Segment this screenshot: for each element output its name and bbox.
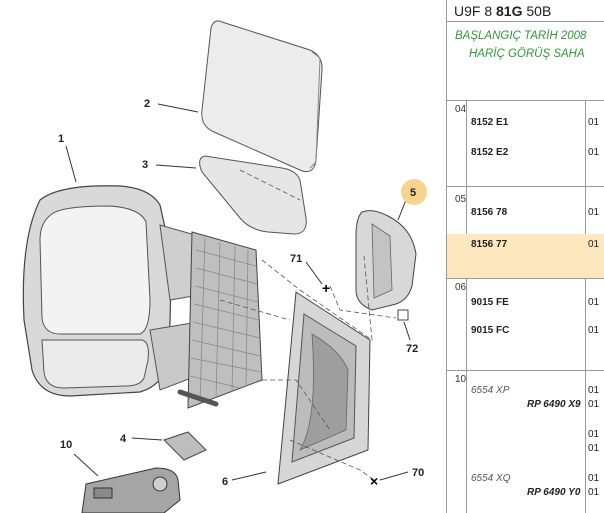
condition-line-2: HARİÇ GÖRÜŞ SAHA	[469, 48, 585, 60]
callout-label-4[interactable]: 4	[120, 433, 127, 445]
grid-backing-plate	[177, 231, 263, 409]
callout-label-71[interactable]: 71	[290, 253, 302, 265]
group-06: 06 9015 FE 01 9015 FC 01	[447, 278, 604, 371]
group-number: 06	[455, 282, 467, 293]
list-item[interactable]: 8156 78 01	[447, 204, 604, 224]
list-item[interactable]: 9015 FC 01	[447, 322, 604, 342]
quantity: 01	[588, 385, 600, 396]
condition-info: BAŞLANGIÇ TARİH 2008 HARİÇ GÖRÜŞ SAHA	[447, 22, 604, 101]
quantity: 01	[588, 239, 600, 250]
part-reference: 8156 77	[471, 239, 508, 250]
group-number: 04	[455, 104, 467, 115]
list-item[interactable]: 01	[447, 426, 604, 446]
list-item[interactable]: RP 6490 X9 01	[447, 396, 604, 416]
parts-list-panel: U9F 8 81G 50B BAŞLANGIÇ TARİH 2008 HARİÇ…	[446, 0, 604, 513]
quantity: 01	[588, 429, 600, 440]
callout-label-5[interactable]: 5	[410, 187, 416, 199]
part-reference: 9015 FC	[471, 325, 510, 336]
part-reference: 8152 E1	[471, 117, 509, 128]
callout-label-72[interactable]: 72	[406, 343, 418, 355]
part-4-clip[interactable]	[163, 431, 207, 461]
callout-label-2[interactable]: 2	[144, 98, 150, 110]
part-reference: 8156 78	[471, 207, 508, 218]
group-04: 04 8152 E1 01 8152 E2 01	[447, 100, 604, 187]
quantity: 01	[588, 297, 600, 308]
part-reference: 6554 XQ	[471, 473, 511, 484]
group-05: 05 8156 78 01 8156 77 01	[447, 186, 604, 279]
replacement-reference: RP 6490 Y0	[527, 487, 581, 498]
quantity: 01	[588, 473, 600, 484]
leader-lines	[65, 103, 411, 481]
part-10-switch[interactable]	[81, 467, 181, 513]
code-suffix: 50B	[526, 3, 552, 19]
condition-line-1: BAŞLANGIÇ TARİH 2008	[455, 30, 587, 42]
code-bold: 81G	[496, 3, 523, 19]
column-divider	[585, 100, 586, 513]
quantity: 01	[588, 117, 600, 128]
callout-highlight-5	[401, 179, 427, 205]
callout-label-1[interactable]: 1	[58, 133, 64, 145]
assembly-lines	[219, 169, 397, 481]
part-2-upper-glass[interactable]	[201, 20, 323, 173]
group-number: 05	[455, 194, 467, 205]
quantity: 01	[588, 325, 600, 336]
callout-label-3[interactable]: 3	[142, 159, 148, 171]
list-item[interactable]: 8152 E1 01	[447, 114, 604, 134]
code-prefix: U9F 8	[454, 3, 493, 19]
quantity: 01	[588, 399, 600, 410]
list-item-selected[interactable]: 8156 77 01	[447, 234, 604, 278]
screw-marker-70: ×	[370, 473, 378, 489]
part-reference: 8152 E2	[471, 147, 509, 158]
part-72-small-part[interactable]	[397, 309, 409, 321]
quantity: 01	[588, 443, 600, 454]
part-reference: 9015 FE	[471, 297, 509, 308]
part-5-cover[interactable]	[355, 210, 417, 311]
part-6-frame[interactable]	[277, 291, 371, 485]
group-10: 10 6554 XP 01 RP 6490 X9 01 01 01 6554 X…	[447, 370, 604, 513]
list-item[interactable]: 9015 FE 01	[447, 294, 604, 314]
replacement-reference: RP 6490 X9	[527, 399, 581, 410]
part-3-lower-glass[interactable]	[199, 155, 307, 235]
list-item[interactable]: 01	[447, 440, 604, 460]
quantity: 01	[588, 147, 600, 158]
part-reference: 6554 XP	[471, 385, 510, 396]
part-code-header: U9F 8 81G 50B	[447, 0, 604, 22]
quantity: 01	[588, 487, 600, 498]
screw-marker-71: +	[322, 280, 330, 296]
callout-label-10[interactable]: 10	[60, 439, 72, 451]
exploded-parts-diagram: + × 1 2 3 4 5 6 10 70 71 72	[22, 20, 427, 513]
callout-label-6[interactable]: 6	[222, 476, 228, 488]
list-item[interactable]: 6554 XQ 01	[447, 470, 604, 490]
list-item[interactable]: 8152 E2 01	[447, 144, 604, 164]
column-divider	[466, 100, 467, 513]
group-number: 10	[455, 374, 467, 385]
quantity: 01	[588, 207, 600, 218]
callout-label-70[interactable]: 70	[412, 467, 424, 479]
list-item[interactable]: RP 6490 Y0 01	[447, 484, 604, 504]
list-item[interactable]: 6554 XP 01	[447, 382, 604, 402]
